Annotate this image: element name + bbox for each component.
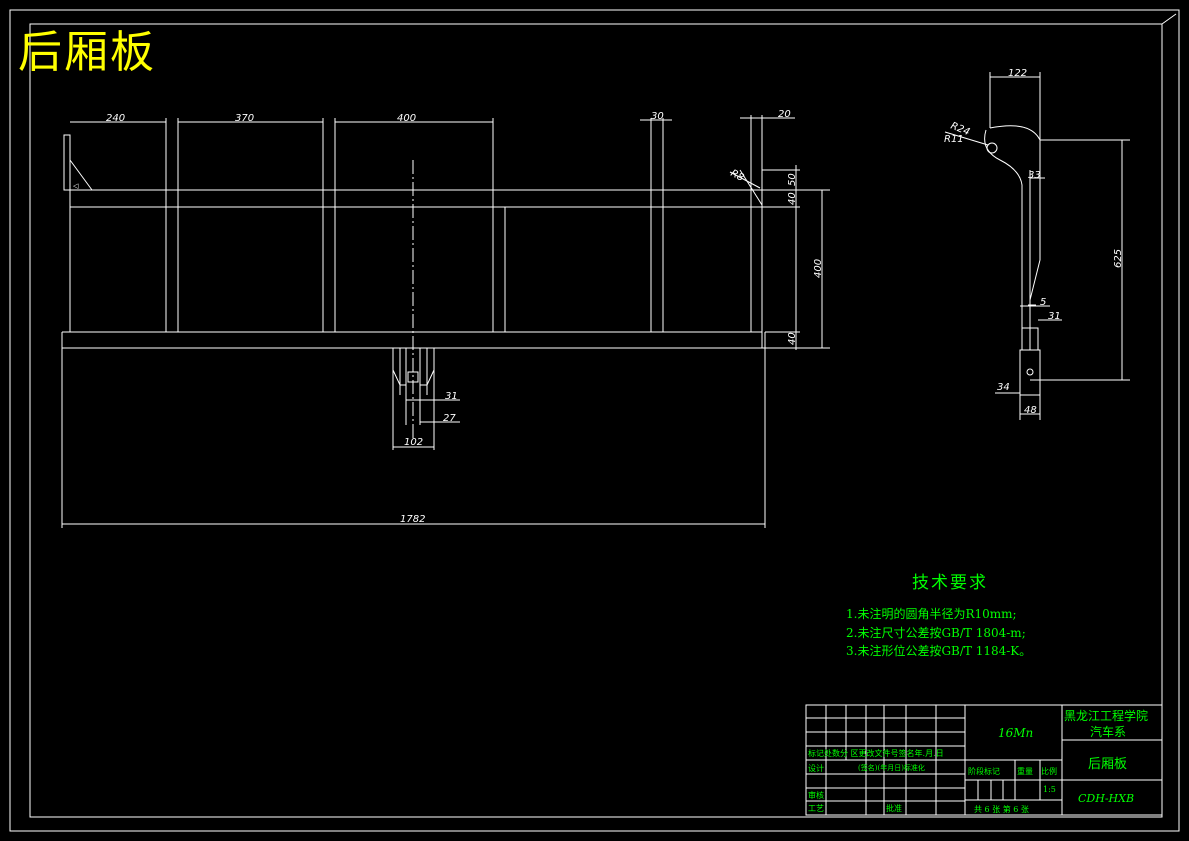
dim-400-top: 400 bbox=[397, 113, 416, 124]
technical-note-2: 2.未注尺寸公差按GB/T 1804-m; bbox=[846, 626, 1026, 640]
svg-text:◁: ◁ bbox=[73, 182, 79, 190]
revision-header: 标记处数分 区更改文件号签名年.月.日 bbox=[808, 749, 944, 758]
side-view bbox=[944, 72, 1130, 420]
inner-border bbox=[29, 23, 1163, 818]
dim-34: 34 bbox=[997, 382, 1010, 393]
scale-value: 1:5 bbox=[1043, 785, 1056, 794]
dim-31-front: 31 bbox=[445, 391, 458, 402]
dim-400-side: 400 bbox=[813, 259, 824, 278]
dim-31-side: 31 bbox=[1048, 311, 1061, 322]
dim-625: 625 bbox=[1113, 249, 1124, 268]
dim-r8: R8 bbox=[729, 168, 746, 184]
dim-102: 102 bbox=[404, 437, 423, 448]
approve-label: 批准 bbox=[886, 804, 902, 813]
weight-label: 重量 bbox=[1017, 767, 1033, 776]
drawing-number: CDH-HXB bbox=[1078, 792, 1135, 805]
dim-48: 48 bbox=[1024, 405, 1037, 416]
technical-note-1: 1.未注明的圆角半径为R10mm; bbox=[846, 607, 1017, 621]
dim-r11: R11 bbox=[944, 134, 964, 145]
drawing-title: 后厢板 bbox=[18, 27, 156, 78]
school-name: 黑龙江工程学院 bbox=[1064, 709, 1149, 723]
design-label: 设计 bbox=[808, 764, 824, 773]
process-label: 工艺 bbox=[808, 804, 824, 813]
outer-border bbox=[9, 9, 1180, 832]
dim-370: 370 bbox=[235, 113, 254, 124]
front-view: ◁ bbox=[61, 115, 830, 528]
dim-50: 50 bbox=[787, 173, 798, 186]
dim-27: 27 bbox=[443, 413, 456, 424]
technical-requirements-heading: 技术要求 bbox=[912, 573, 988, 593]
corner-mark bbox=[1161, 13, 1177, 25]
scale-label: 比例 bbox=[1041, 767, 1057, 776]
dim-20: 20 bbox=[778, 109, 791, 120]
dim-5: 5 bbox=[1040, 297, 1046, 308]
dim-40-top: 40 bbox=[787, 192, 798, 205]
sheet-info: 共 6 张 第 6 张 bbox=[974, 805, 1029, 814]
standardization-label: (签名)(年月日)标准化 bbox=[858, 764, 925, 772]
stage-label: 阶段标记 bbox=[968, 767, 1000, 776]
dim-122: 122 bbox=[1008, 68, 1027, 79]
dim-33: 33 bbox=[1028, 170, 1041, 181]
dim-40-bottom: 40 bbox=[787, 332, 798, 345]
material-label: 16Mn bbox=[998, 726, 1034, 740]
department-name: 汽车系 bbox=[1090, 725, 1127, 739]
review-label: 审核 bbox=[808, 791, 824, 800]
technical-note-3: 3.未注形位公差按GB/T 1184-K。 bbox=[846, 644, 1032, 658]
dim-30: 30 bbox=[651, 111, 664, 122]
dim-240: 240 bbox=[106, 113, 125, 124]
dim-1782: 1782 bbox=[400, 514, 425, 525]
title-block-grid bbox=[805, 704, 1163, 816]
part-name: 后厢板 bbox=[1088, 757, 1128, 772]
